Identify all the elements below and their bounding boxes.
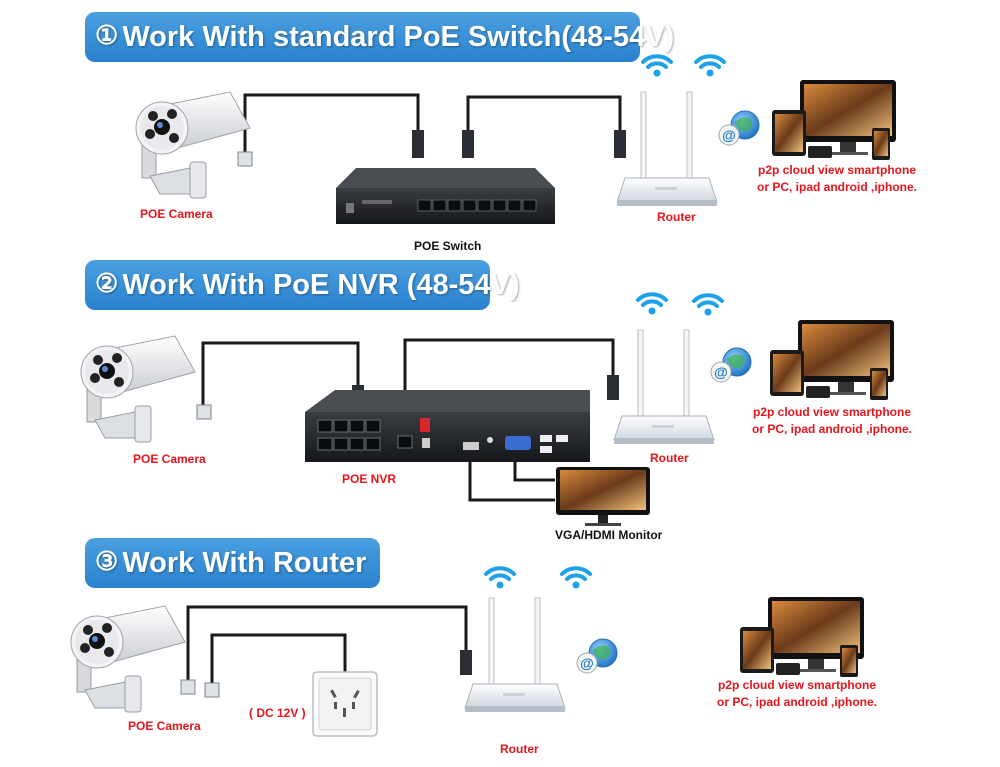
section-1-cable-plug xyxy=(237,151,253,167)
section-2-router-icon xyxy=(613,329,715,445)
section-2-monitor-icon xyxy=(556,467,650,526)
section-3-p2p-line1: p2p cloud view smartphone xyxy=(717,678,877,692)
section-2-wifi-icon-left xyxy=(636,292,668,317)
section-2-devices-icon xyxy=(770,320,894,400)
section-3-number: ③ xyxy=(95,546,119,577)
section-3-camera-label: POE Camera xyxy=(128,719,201,733)
section-2-p2p-line1: p2p cloud view smartphone xyxy=(752,405,912,419)
section-3-cable-plug-1 xyxy=(180,679,196,695)
section-3-p2p-text: p2p cloud view smartphone or PC, ipad an… xyxy=(717,677,877,711)
section-3-cables xyxy=(186,605,468,692)
section-1-router-label: Router xyxy=(657,210,696,224)
section-3-router-plug xyxy=(460,650,472,675)
section-2-cable-plug xyxy=(196,404,212,420)
section-3-title: Work With Router xyxy=(122,547,367,579)
section-3-cloud-globe-icon xyxy=(576,638,618,674)
section-2-p2p-line2: or PC, ipad android ,iphone. xyxy=(752,422,913,436)
section-1-poe-switch-icon xyxy=(336,168,555,224)
section-2-router-label: Router xyxy=(650,451,689,465)
section-1-switch-label: POE Switch xyxy=(414,239,482,253)
section-2-title: Work With PoE NVR (48-54V) xyxy=(122,269,520,301)
section-3-devices-icon xyxy=(740,597,864,677)
section-3-cable-plug-2 xyxy=(204,682,220,698)
section-3-wall-socket-icon xyxy=(312,671,378,737)
section-3-wifi-icon-left xyxy=(484,566,516,591)
section-3-power-label: ( DC 12V ) xyxy=(249,706,306,720)
section-1-camera-icon xyxy=(135,91,251,199)
section-1-camera-label: POE Camera xyxy=(140,207,213,221)
section-2-monitor-label: VGA/HDMI Monitor xyxy=(555,528,663,542)
section-1-p2p-line2: or PC, ipad android ,iphone. xyxy=(757,180,918,194)
section-2-nvr-icon xyxy=(305,390,590,462)
section-1-number: ① xyxy=(95,20,119,51)
section-2-nvr-label: POE NVR xyxy=(342,472,397,486)
section-2-p2p-text: p2p cloud view smartphone or PC, ipad an… xyxy=(752,404,912,438)
section-1-p2p-text: p2p cloud view smartphone or PC, ipad an… xyxy=(757,162,917,196)
section-2-wifi-icon-right xyxy=(692,293,724,318)
section-2-camera-label: POE Camera xyxy=(133,452,206,466)
section-3-router-label: Router xyxy=(500,742,539,756)
section-2-number: ② xyxy=(95,268,119,299)
section-3-wifi-icon-right xyxy=(560,566,592,591)
section-1-cloud-globe-icon xyxy=(718,110,760,146)
section-1-router-icon xyxy=(616,91,718,207)
section-3-p2p-line2: or PC, ipad android ,iphone. xyxy=(717,695,878,709)
section-3-router-icon xyxy=(464,597,566,713)
section-1-cables xyxy=(243,93,622,160)
section-1-p2p-line1: p2p cloud view smartphone xyxy=(757,163,917,177)
section-2-cables xyxy=(201,338,615,502)
section-2-cloud-globe-icon xyxy=(710,347,752,383)
section-1-title: Work With standard PoE Switch(48-54V) xyxy=(122,21,675,53)
section-1-wifi-icon-left xyxy=(641,54,673,79)
section-2-camera-icon xyxy=(80,335,196,443)
section-3-camera-icon xyxy=(70,605,186,713)
section-1-wifi-icon-right xyxy=(694,54,726,79)
section-1-router-plug xyxy=(614,130,626,158)
section-1-devices-icon xyxy=(772,80,896,160)
section-1-switch-plug-1 xyxy=(412,130,424,158)
section-1-switch-plug-2 xyxy=(462,130,474,158)
section-2-router-plug xyxy=(607,375,619,400)
